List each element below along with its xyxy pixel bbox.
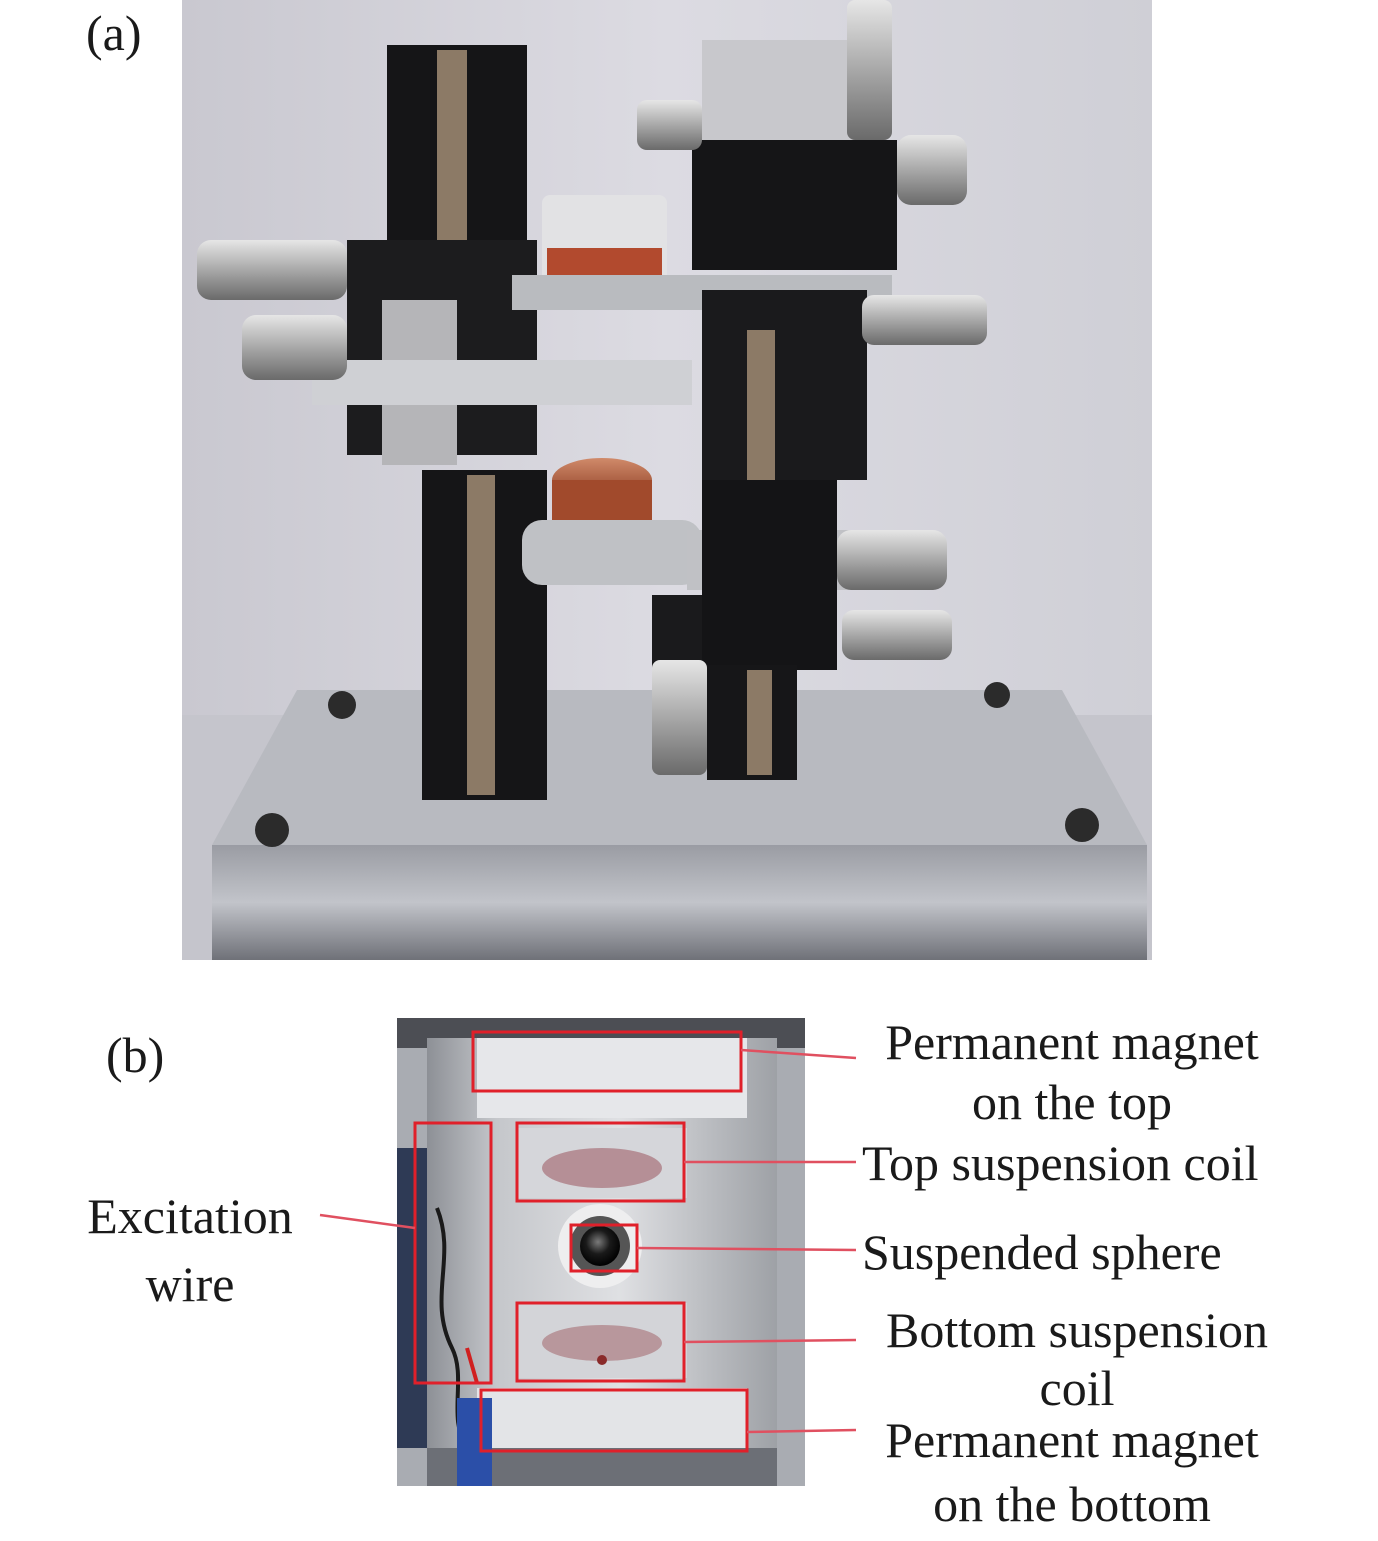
suspension-closeup-photo <box>397 1018 805 1486</box>
callout-top-magnet-line1: Permanent magnet <box>885 1014 1259 1070</box>
callout-bottom-magnet-line2: on the bottom <box>933 1476 1211 1532</box>
apparatus-photo <box>182 0 1152 960</box>
callout-excitation: Excitation wire <box>70 1186 310 1314</box>
callout-sphere: Suspended sphere <box>862 1222 1282 1282</box>
callout-top-coil: Top suspension coil <box>862 1133 1302 1193</box>
panel-label-a: (a) <box>86 5 142 61</box>
callout-bottom-magnet-line1: Permanent magnet <box>885 1412 1259 1468</box>
callout-bottom-coil-line1: Bottom suspension <box>886 1302 1268 1358</box>
callout-top-magnet-line2: on the top <box>972 1074 1172 1130</box>
callout-bottom-coil: Bottom suspension coil <box>862 1300 1292 1418</box>
callout-top-coil-line1: Top suspension coil <box>862 1135 1259 1191</box>
callout-excitation-line1: Excitation <box>87 1188 293 1244</box>
callout-bottom-magnet: Permanent magnet on the bottom <box>862 1410 1282 1534</box>
callout-sphere-line1: Suspended sphere <box>862 1224 1222 1280</box>
callout-top-magnet: Permanent magnet on the top <box>862 1012 1282 1132</box>
callout-excitation-line2: wire <box>145 1256 235 1312</box>
panel-label-b: (b) <box>106 1027 165 1083</box>
callout-bottom-coil-line2: coil <box>1039 1360 1115 1416</box>
